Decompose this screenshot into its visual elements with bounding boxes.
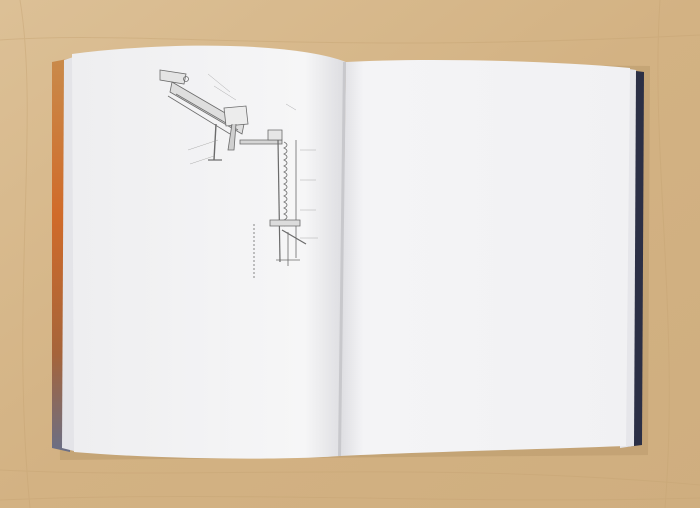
leader-lines-detail-1 [187, 73, 318, 239]
right-page [340, 60, 630, 456]
left-page [72, 45, 346, 459]
book-gutter [338, 62, 346, 456]
technical-drawing-detail-1 [159, 69, 307, 280]
